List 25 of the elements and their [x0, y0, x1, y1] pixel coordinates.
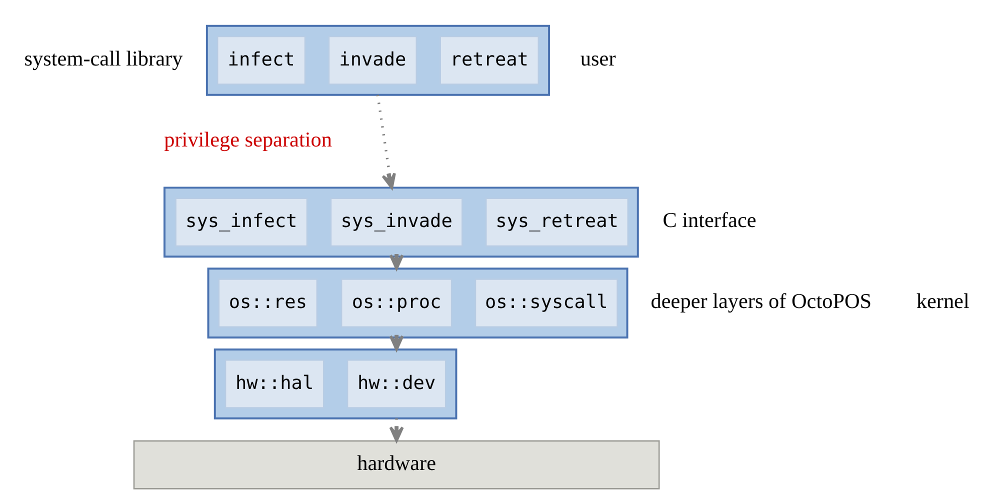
node-box: hw::hal: [224, 358, 324, 408]
node-box: infect: [216, 35, 306, 84]
node-box: hardware: [133, 440, 660, 489]
node-box: sys_infect: [175, 197, 308, 246]
arrow: [389, 254, 404, 270]
node-box: retreat: [440, 35, 540, 84]
label: C interface: [662, 208, 756, 232]
node-box: sys_invade: [330, 197, 463, 246]
node-box: os::syscall: [474, 278, 618, 328]
node-box: hw::dev: [346, 358, 446, 408]
cluster: [207, 267, 628, 338]
node-box: sys_retreat: [485, 197, 629, 246]
label: privilege separation: [164, 126, 332, 151]
arrow: [389, 334, 404, 350]
node-box: os::res: [218, 278, 318, 328]
node-box: os::proc: [340, 278, 452, 328]
label: kernel: [916, 288, 970, 313]
label: deeper layers of OctoPOS: [650, 288, 872, 313]
cluster: [206, 24, 550, 96]
node-box: invade: [328, 35, 418, 84]
cluster: [164, 186, 639, 258]
label: system-call library: [24, 46, 183, 70]
label: user: [580, 46, 616, 70]
cluster: [214, 348, 458, 419]
arrow: [376, 94, 396, 189]
